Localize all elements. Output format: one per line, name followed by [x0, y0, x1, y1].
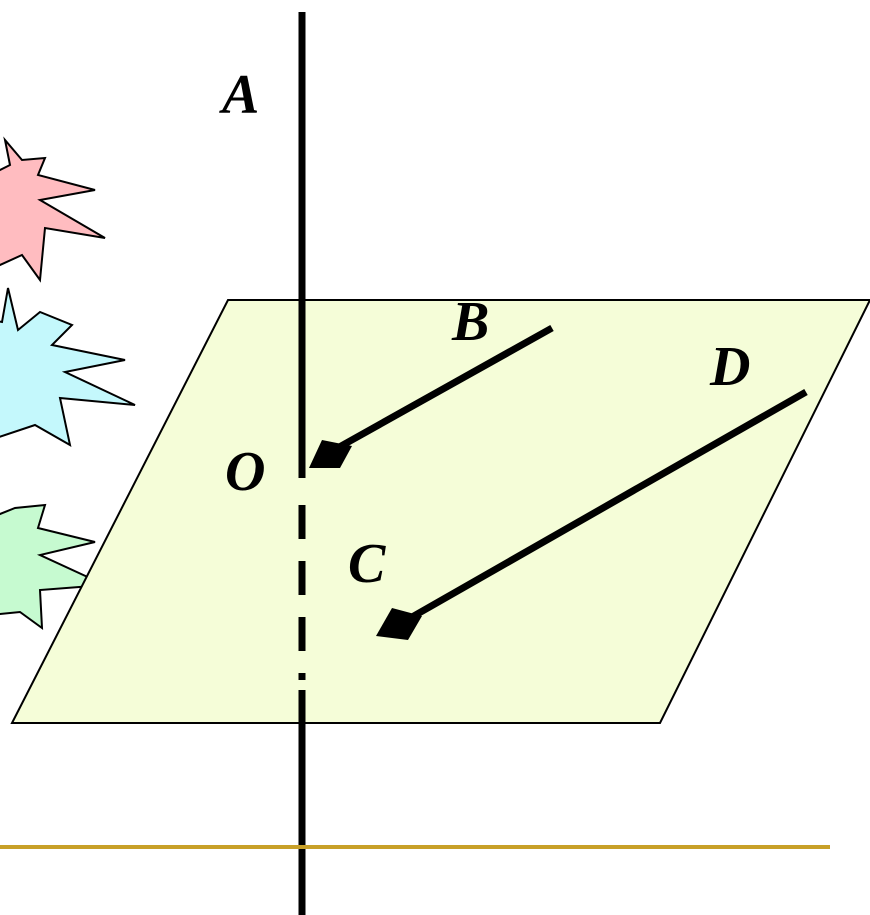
label-A: A	[219, 64, 259, 126]
line-CD	[396, 388, 808, 629]
plane	[10, 299, 870, 724]
label-C: C	[348, 533, 386, 595]
marker-O	[309, 440, 352, 468]
label-B: B	[451, 291, 489, 353]
line-OB	[323, 324, 554, 459]
burst-green-icon	[0, 503, 109, 631]
burst-cyan-icon	[0, 287, 136, 447]
burst-pink-icon	[0, 136, 106, 283]
label-D: D	[709, 336, 750, 398]
decorative-bursts	[0, 136, 136, 631]
label-O: O	[225, 441, 265, 503]
marker-C	[376, 608, 422, 640]
